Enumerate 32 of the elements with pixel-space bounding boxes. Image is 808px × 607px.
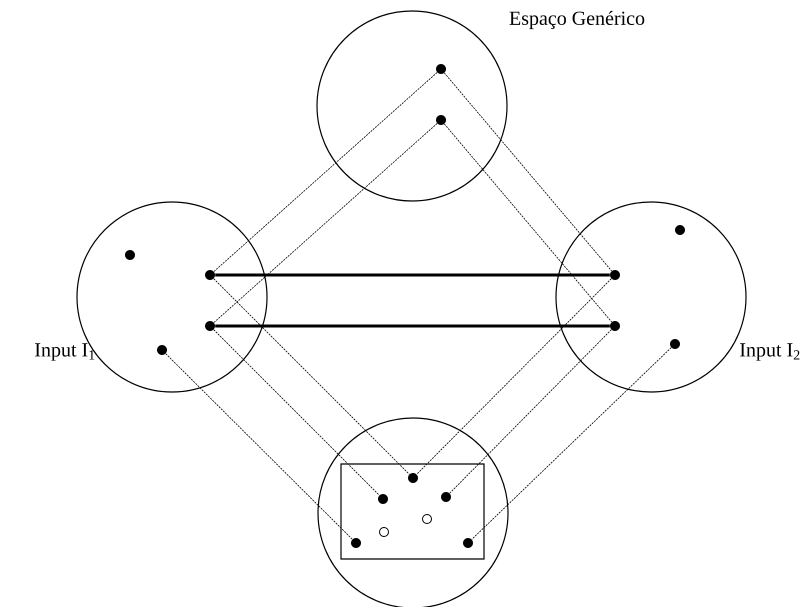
dot (351, 538, 361, 548)
hollow-dot (379, 526, 389, 537)
dot (670, 338, 680, 349)
dot (610, 270, 620, 280)
thick-line (215, 324, 610, 328)
dashed-line (416, 278, 612, 475)
circle-label: Input I$_{1}$ (35, 343, 94, 361)
dot (610, 320, 620, 331)
dot (436, 64, 446, 74)
dashed-line (213, 123, 438, 323)
dot (675, 225, 685, 235)
dashed-line (471, 347, 672, 540)
dashed-line (444, 72, 612, 272)
dashed-line (165, 353, 353, 540)
dashed-line (213, 278, 410, 475)
dashed-line (213, 329, 380, 496)
dot (157, 345, 167, 355)
dashed-line (449, 329, 612, 494)
dot (125, 250, 135, 260)
circle-label: Espaço Genérico (510, 10, 644, 30)
dashed-line (213, 72, 438, 272)
thick-line (215, 273, 610, 276)
dot (205, 270, 215, 280)
circle-label: Input I$_{2}$ (740, 343, 800, 361)
dot (441, 492, 451, 502)
dot (463, 538, 473, 548)
dot (408, 472, 418, 483)
dot (436, 115, 446, 125)
dot (378, 494, 388, 504)
dot (205, 320, 215, 331)
dashed-line (444, 124, 612, 322)
hollow-dot (422, 514, 432, 524)
